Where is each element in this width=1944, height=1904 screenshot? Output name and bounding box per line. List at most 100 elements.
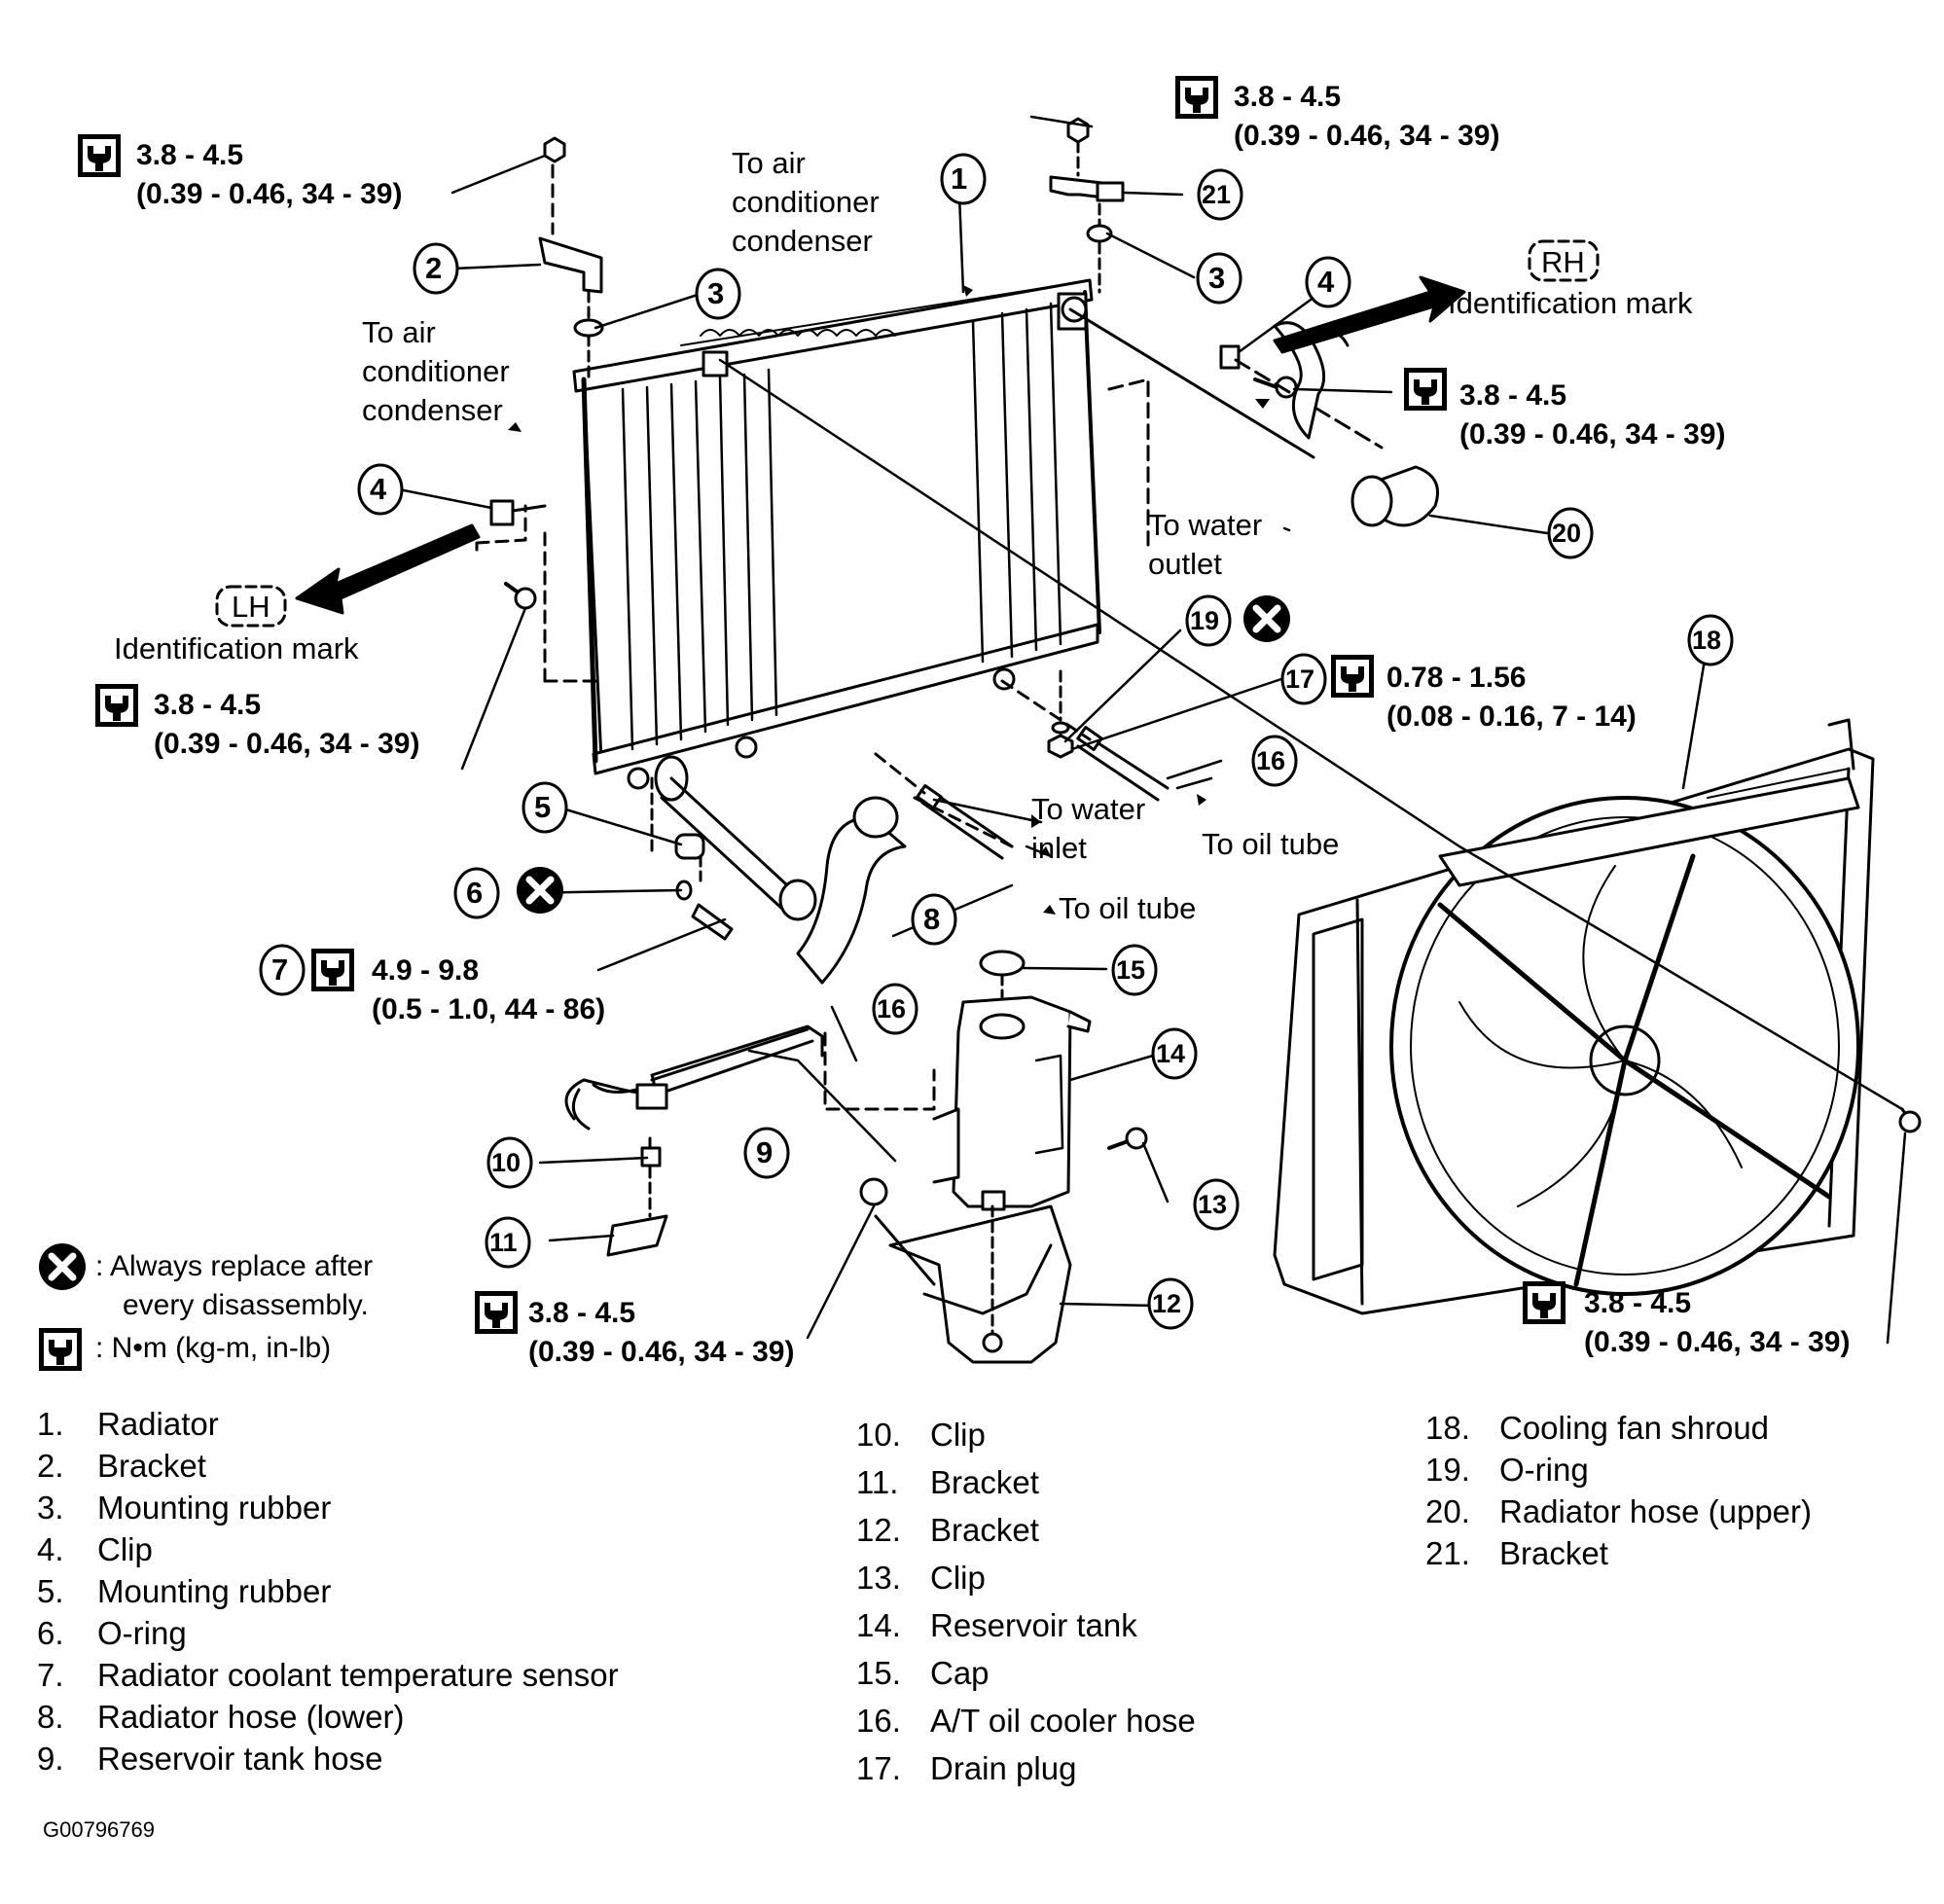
clip-10-bracket-11 — [606, 1136, 668, 1257]
identification-mark-label: Identification mark — [1448, 286, 1693, 320]
parts-list-col-2: 10.Clip 11.Bracket 12.Bracket 13.Clip 14… — [856, 1411, 1196, 1792]
radiator — [572, 278, 1101, 790]
list-item: 14.Reservoir tank — [856, 1607, 1137, 1643]
list-item: 1.Radiator — [37, 1406, 219, 1442]
to-water-outlet-label: To water outlet — [1148, 508, 1263, 581]
list-item: 2.Bracket — [37, 1448, 206, 1484]
callout-bubbles — [259, 153, 1734, 1330]
torque-value: 3.8 - 4.5 — [1459, 379, 1567, 412]
callout-8: 8 — [923, 902, 941, 936]
torque-wrench-icon — [473, 1289, 520, 1336]
drain-plug-17 — [1047, 669, 1074, 759]
to-water-inlet-label: To water inlet — [1031, 792, 1146, 865]
legend-replace-cont: every disassembly. — [123, 1289, 369, 1321]
parts-list-col-1: 1.Radiator 2.Bracket 3.Mounting rubber 4… — [37, 1403, 619, 1779]
list-item: 12.Bracket — [856, 1512, 1039, 1548]
callout-1: 1 — [951, 162, 968, 196]
torque-conversion: (0.08 - 0.16, 7 - 14) — [1386, 701, 1637, 733]
torque-conversion: (0.39 - 0.46, 34 - 39) — [1234, 120, 1500, 152]
bracket-21 — [1049, 117, 1125, 294]
rh-arrow-icon — [1273, 275, 1466, 354]
list-item: 15.Cap — [856, 1655, 990, 1691]
torque-value: 3.8 - 4.5 — [136, 139, 244, 171]
callout-4: 4 — [370, 472, 387, 506]
list-item: 20.Radiator hose (upper) — [1425, 1493, 1813, 1529]
list-item: 19.O-ring — [1425, 1452, 1589, 1488]
torque-value: 3.8 - 4.5 — [1234, 81, 1342, 113]
torque-wrench-icon — [1402, 366, 1449, 413]
lh-arrow-icon — [295, 523, 481, 615]
callout-11: 11 — [489, 1228, 518, 1257]
torque-wrench-icon — [1173, 74, 1220, 121]
identification-mark-label: Identification mark — [114, 631, 359, 665]
list-item: 7.Radiator coolant temperature sensor — [37, 1657, 619, 1693]
annotation-arrows — [508, 285, 1270, 915]
torque-conversion: (0.39 - 0.46, 34 - 39) — [136, 178, 403, 210]
lh-mark-box — [215, 585, 287, 628]
torque-conversion: (0.39 - 0.46, 34 - 39) — [1459, 418, 1726, 450]
list-item: 18.Cooling fan shroud — [1425, 1410, 1770, 1446]
torque-value: 3.8 - 4.5 — [154, 689, 262, 721]
torque-conversion: (0.5 - 1.0, 44 - 86) — [372, 993, 606, 1025]
list-item: 11.Bracket — [856, 1464, 1039, 1500]
torque-value: 3.8 - 4.5 — [528, 1297, 636, 1329]
callout-7: 7 — [271, 952, 289, 987]
callout-3: 3 — [707, 276, 725, 310]
torque-conversion: (0.39 - 0.46, 34 - 39) — [528, 1336, 795, 1368]
callout-16: 16 — [1256, 746, 1286, 775]
callout-2: 2 — [425, 251, 443, 285]
callout-12: 12 — [1152, 1289, 1182, 1318]
callout-19: 19 — [1190, 606, 1220, 635]
callout-17: 17 — [1285, 665, 1315, 694]
list-item: 3.Mounting rubber — [37, 1490, 332, 1526]
list-item: 4.Clip — [37, 1531, 153, 1567]
callout-20: 20 — [1552, 519, 1582, 548]
clip-4-left — [475, 499, 603, 683]
to-oil-tube-label: To oil tube — [1202, 827, 1340, 861]
callout-18: 18 — [1692, 626, 1722, 655]
to-oil-tube-label: To oil tube — [1059, 891, 1197, 925]
replace-part-icon — [39, 1243, 86, 1290]
callout-4: 4 — [1317, 265, 1335, 299]
legend-replace: : Always replace after — [95, 1250, 374, 1282]
list-item: 17.Drain plug — [856, 1750, 1077, 1786]
rh-mark: RH — [1541, 245, 1585, 279]
bolt — [1898, 1110, 1922, 1133]
torque-wrench-icon — [1329, 653, 1376, 700]
list-item: 13.Clip — [856, 1560, 986, 1596]
list-item: 9.Reservoir tank hose — [37, 1741, 383, 1777]
callout-21: 21 — [1202, 180, 1232, 209]
torque-conversion: (0.39 - 0.46, 34 - 39) — [1584, 1326, 1851, 1358]
callout-16: 16 — [877, 994, 907, 1024]
callout-5: 5 — [534, 790, 552, 824]
mounting-guide-line — [718, 358, 1904, 1111]
to-ac-condenser-label: To air conditioner condenser — [362, 315, 510, 427]
parts-list-col-3: 18.Cooling fan shroud 19.O-ring 20.Radia… — [1425, 1407, 1812, 1574]
reservoir-tank-14 — [932, 950, 1092, 1208]
torque-wrench-icon — [1521, 1279, 1567, 1326]
lh-mark: LH — [232, 590, 270, 624]
torque-value: 0.78 - 1.56 — [1386, 662, 1527, 694]
torque-value: 4.9 - 9.8 — [372, 954, 480, 987]
callout-6: 6 — [466, 876, 484, 910]
upper-hose-20 — [1068, 307, 1439, 527]
to-ac-condenser-label: To air conditioner condenser — [732, 146, 880, 258]
callout-14: 14 — [1156, 1039, 1186, 1068]
list-item: 6.O-ring — [37, 1615, 187, 1651]
legend-torque-unit: : N•m (kg-m, in-lb) — [95, 1332, 332, 1364]
replace-part-icon — [517, 867, 563, 914]
figure-code: G00796769 — [43, 1817, 155, 1842]
callout-10: 10 — [491, 1148, 522, 1177]
cooling-fan-shroud-18 — [1273, 718, 1875, 1315]
callout-3: 3 — [1208, 261, 1226, 295]
oil-cooler-hose-16 — [874, 679, 1170, 860]
torque-wrench-icon — [309, 947, 356, 993]
torque-wrench-icon — [76, 132, 123, 179]
bracket-12 — [859, 1127, 1148, 1364]
lower-hose-8 — [654, 755, 1014, 985]
rh-mark-box — [1528, 239, 1600, 282]
torque-wrench-icon — [93, 682, 140, 729]
callout-15: 15 — [1116, 955, 1146, 985]
list-item: 8.Radiator hose (lower) — [37, 1699, 405, 1735]
